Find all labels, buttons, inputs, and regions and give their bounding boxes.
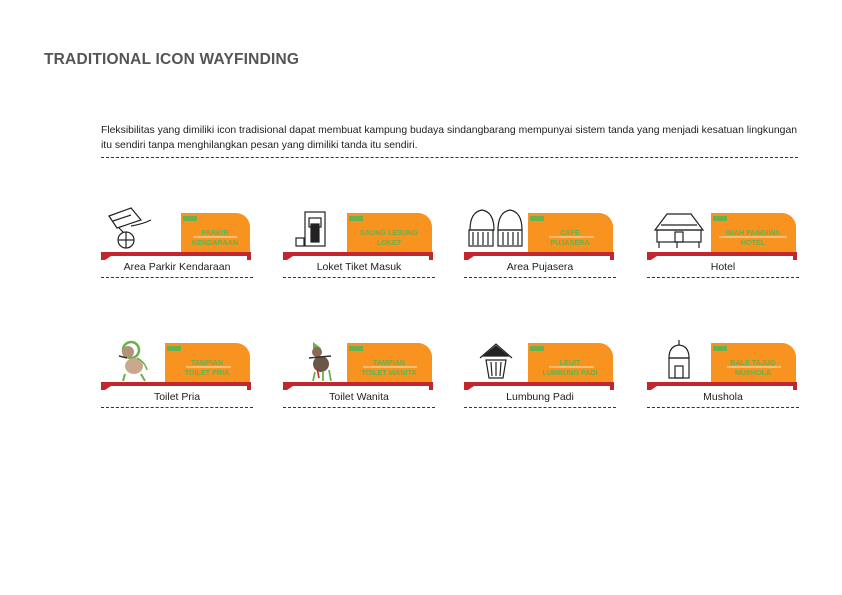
- sign-line1: LEUIT: [560, 358, 581, 367]
- sign-card-parkir: PARKIR KENDARAAN Area Parkir Kendaraan: [101, 198, 253, 290]
- caption-divider: [101, 277, 253, 278]
- sign-line1: TAMPIAN: [191, 358, 223, 367]
- sign-line2: TOILET WANITA: [361, 368, 416, 377]
- caption-divider: [101, 407, 253, 408]
- sign-line2: PUJASERA: [550, 238, 589, 247]
- sign-line2: TOILET PRIA: [185, 368, 230, 377]
- intro-divider: [101, 157, 798, 158]
- sign-line1: BALE TAJUG: [730, 358, 776, 367]
- caption-divider: [647, 277, 799, 278]
- sign-graphic: BALE TAJUG MUSHOLA: [647, 340, 797, 390]
- sign-line1: SAUNG LESUNG: [360, 228, 418, 237]
- sign-graphic: SAUNG LESUNG LOKET: [283, 211, 433, 260]
- sign-line2: LOKET: [377, 238, 402, 247]
- sign-caption: Loket Tiket Masuk: [316, 261, 402, 273]
- sign-line1: IMAH PANGIWA: [726, 228, 780, 237]
- house-icon: [653, 213, 705, 248]
- sign-card-toilet-wanita: TAMPIAN TOILET WANITA Toilet Wanita: [283, 328, 435, 420]
- sign-graphic: IMAH PANGIWA HOTEL: [647, 213, 797, 260]
- caption-divider: [464, 407, 616, 408]
- sign-card-lumbung: LEUIT LUMBUNG PADI Lumbung Padi: [464, 328, 616, 420]
- caption-divider: [283, 407, 435, 408]
- sign-caption: Lumbung Padi: [506, 391, 574, 403]
- sign-caption: Area Pujasera: [506, 261, 574, 273]
- sign-caption: Area Parkir Kendaraan: [123, 261, 231, 273]
- sign-line2: LUMBUNG PADI: [542, 368, 597, 377]
- sign-line1: CAFE: [560, 228, 580, 237]
- sign-graphic: LEUIT LUMBUNG PADI: [464, 343, 614, 390]
- sign-card-mushola: BALE TAJUG MUSHOLA Mushola: [647, 328, 799, 420]
- sign-graphic: TAMPIAN TOILET PRIA: [101, 340, 251, 390]
- page-title: TRADITIONAL ICON WAYFINDING: [44, 51, 300, 68]
- sign-graphic: TAMPIAN TOILET WANITA: [283, 342, 433, 390]
- sign-card-toilet-pria: TAMPIAN TOILET PRIA Toilet Pria: [101, 328, 253, 420]
- wayang-female-icon: [308, 342, 332, 382]
- caption-divider: [647, 407, 799, 408]
- sign-line2: KENDARAAN: [192, 238, 238, 247]
- sign-line2: MUSHOLA: [735, 368, 771, 377]
- sign-card-loket: SAUNG LESUNG LOKET Loket Tiket Masuk: [283, 198, 435, 290]
- rice-barn-icon: [479, 343, 513, 379]
- sign-caption: Hotel: [710, 261, 736, 273]
- sign-caption: Mushola: [703, 391, 743, 403]
- sign-caption: Toilet Pria: [153, 391, 201, 403]
- sign-line1: PARKIR: [201, 228, 229, 237]
- sign-line1: TAMPIAN: [373, 358, 405, 367]
- intro-paragraph: Fleksibilitas yang dimiliki icon tradisi…: [101, 125, 798, 151]
- cart-icon: [108, 207, 152, 249]
- sign-card-hotel: IMAH PANGIWA HOTEL Hotel: [647, 198, 799, 290]
- mosque-icon: [668, 340, 690, 379]
- sign-graphic: PARKIR KENDARAAN: [101, 207, 251, 260]
- sign-card-pujasera: CAFE PUJASERA Area Pujasera: [464, 198, 616, 290]
- sign-line2: HOTEL: [741, 238, 766, 247]
- ticket-booth-icon: [295, 211, 326, 247]
- sign-graphic: CAFE PUJASERA: [464, 209, 614, 260]
- sign-caption: Toilet Wanita: [329, 391, 389, 403]
- basket-icon: [468, 209, 523, 247]
- caption-divider: [283, 277, 435, 278]
- wayang-male-icon: [118, 340, 148, 382]
- caption-divider: [464, 277, 616, 278]
